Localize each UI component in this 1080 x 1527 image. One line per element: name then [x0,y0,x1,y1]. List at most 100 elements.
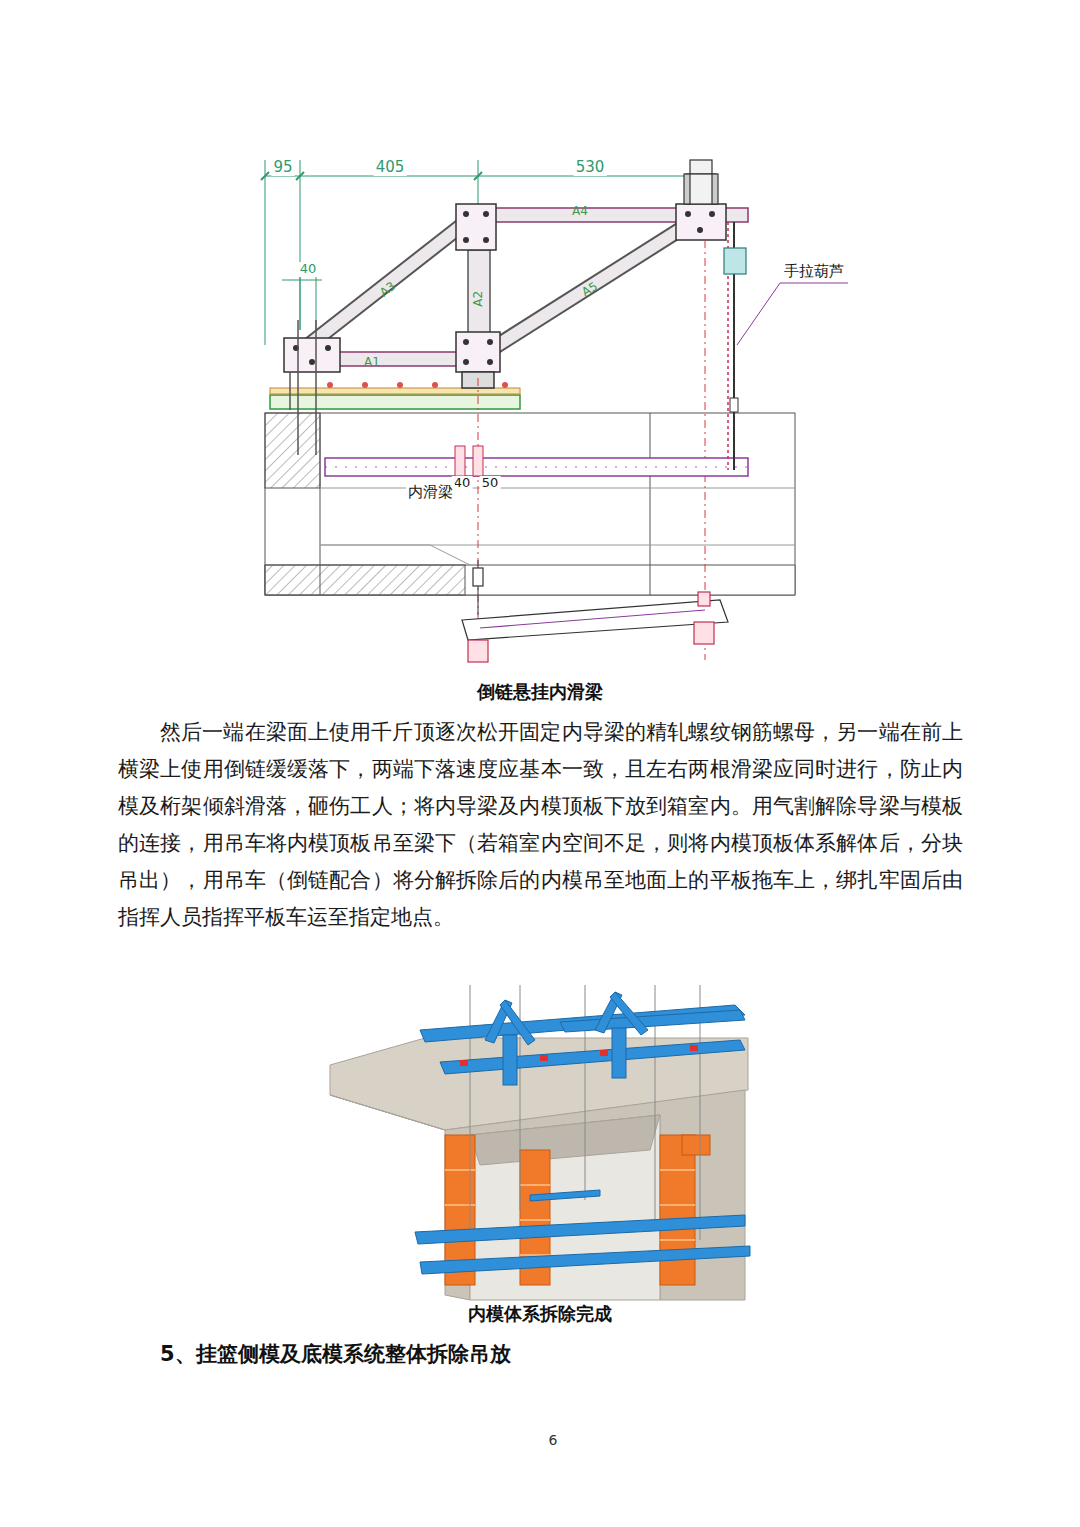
joint-bolts [697,227,703,233]
green-deck-beam [270,388,520,409]
dimension-label: 40 [298,262,319,277]
truss-joints [284,338,340,372]
page-number: 6 [549,1432,558,1448]
bottom-hanger-beam [480,610,705,628]
dimension-ticks [261,172,706,180]
top-jack [684,174,690,204]
blue-truss [503,1035,517,1085]
bolt-markers [397,382,403,388]
section-heading: 5、挂篮侧模及底模系统整体拆除吊放 [160,1342,511,1366]
concrete-girder [650,413,651,595]
member-label: A4 [572,205,588,219]
concrete-girder [265,565,795,595]
bottom-hanger-beam [694,622,714,644]
joint-bolts [709,211,715,217]
red-fittings [540,1055,548,1061]
blue-truss [420,1005,745,1042]
red-fittings [460,1045,698,1066]
callout-label: 手拉葫芦 [784,263,844,280]
concrete-girder [320,545,470,565]
top-jack [712,174,718,204]
top-jack [684,160,718,204]
bolt-markers [327,382,333,388]
green-deck-beam [270,395,520,409]
concrete-box-girder [330,1090,745,1300]
concrete-girder [265,413,795,595]
bolt-markers [502,382,508,388]
leader-line [737,283,848,345]
inner-slide-beam [455,446,465,476]
blue-truss [440,1040,745,1074]
concrete-box-girder [470,1115,660,1165]
joint-bolts [487,359,493,365]
formwork-ribs [660,1204,695,1206]
truss-joints [676,204,726,240]
red-centerlines [478,378,479,660]
chain-hoist [730,398,738,412]
figure-caption: 倒链悬挂内滑梁 [477,682,603,703]
joint-bolts [463,359,469,365]
truss-members [490,222,692,350]
anchor-rods [289,372,291,410]
member-label: A2 [472,291,486,307]
blue-truss [612,1028,626,1078]
formwork-ribs [520,1219,550,1221]
inner-slide-beam [325,458,748,476]
concrete-girder [320,488,795,489]
bottom-hanger-beam [462,560,728,662]
blue-truss [420,1246,750,1274]
top-jack [690,160,712,174]
bottom-hanger-beam [473,568,483,586]
concrete-girder [320,413,321,595]
part-label: 内滑梁 [406,484,455,501]
dimension-ticks [474,172,482,180]
joint-bolts [325,345,331,351]
blue-truss [560,1010,745,1032]
inner-slide-beam [473,446,483,476]
bolt-markers [362,382,368,388]
concrete-girder [265,565,465,595]
joint-bolts [293,211,715,365]
dimension-lines [300,160,301,330]
joint-bolts [309,359,315,365]
formwork-ribs [520,1184,550,1186]
dimension-label: 530 [574,159,607,176]
inner-slide-beam [325,446,748,476]
joint-bolts [463,237,469,243]
formwork-ribs [445,1170,695,1255]
inner-slide-beam [325,467,748,468]
dimension-lines [265,160,266,345]
truss-members [490,222,692,350]
truss-joints [284,204,726,388]
dimension-label: 50 [480,476,501,491]
anchor-rods [315,320,317,455]
dimension-ticks [296,172,304,180]
truss-members [305,222,466,348]
truss-joints [456,204,496,250]
green-deck-beam [270,388,520,394]
body-paragraph: 然后一端在梁面上使用千斤顶逐次松开固定内导梁的精轧螺纹钢筋螺母，另一端在前上横梁… [118,714,963,936]
blue-truss [415,1215,745,1244]
formwork-ribs [660,1169,695,1171]
red-fittings [600,1050,608,1056]
bolt-markers [432,382,438,388]
truss-members [305,222,466,348]
joint-bolts [685,211,691,217]
hanger-rods [470,985,471,1240]
red-fittings [460,1060,468,1066]
leader-line [737,283,848,345]
dimension-lines [478,160,479,205]
member-label: A1 [364,356,380,370]
dimension-ticks [261,172,269,180]
dimension-lines [265,176,705,177]
dimension-label: 405 [374,159,407,176]
chain-hoist [724,248,746,274]
anchor-rods [297,320,299,455]
dimension-lines [300,268,301,330]
figure-caption: 内模体系拆除完成 [468,1304,612,1325]
inner-formwork [660,1135,695,1285]
concrete-girder [265,413,320,488]
blue-truss [530,1190,600,1201]
bottom-hanger-beam [698,592,710,606]
